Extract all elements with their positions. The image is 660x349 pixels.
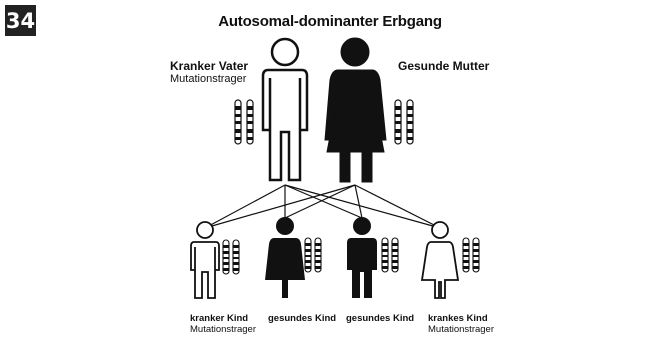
child-4-chromosomes: [462, 237, 480, 273]
child-2-label: gesundes Kind: [268, 313, 337, 324]
child-4-label: krankes Kind: [428, 313, 488, 324]
father-chromosomes: [234, 99, 254, 145]
child-4-label-group: krankes Kind Mutationstrager: [428, 313, 508, 335]
child-3-chromosomes: [381, 237, 399, 273]
child-1-label: kranker Kind: [190, 313, 249, 324]
mother-figure: [324, 37, 387, 183]
inheritance-lines: [204, 184, 441, 229]
child-1-figure: [190, 221, 220, 299]
mother-chromosomes: [394, 99, 414, 145]
father-sublabel: Mutationstrager: [170, 73, 247, 85]
father-label-group: Kranker Vater Mutationstrager: [170, 60, 280, 86]
father-figure: [261, 37, 309, 182]
figure-number-badge: 34: [5, 5, 36, 36]
child-2-chromosomes: [304, 237, 322, 273]
child-4-figure: [420, 221, 460, 299]
child-3-label: gesundes Kind: [346, 313, 415, 324]
child-1-sublabel: Mutationstrager: [190, 324, 257, 335]
child-3-figure: [347, 217, 377, 298]
father-label: Kranker Vater: [170, 59, 249, 73]
mother-label: Gesunde Mutter: [398, 59, 490, 73]
child-1-chromosomes: [222, 239, 240, 275]
diagram-title: Autosomal-dominanter Erbgang: [218, 13, 442, 30]
child-4-sublabel: Mutationstrager: [428, 324, 495, 335]
child-1-label-group: kranker Kind Mutationstrager: [190, 313, 270, 335]
child-2-figure: [265, 217, 305, 298]
